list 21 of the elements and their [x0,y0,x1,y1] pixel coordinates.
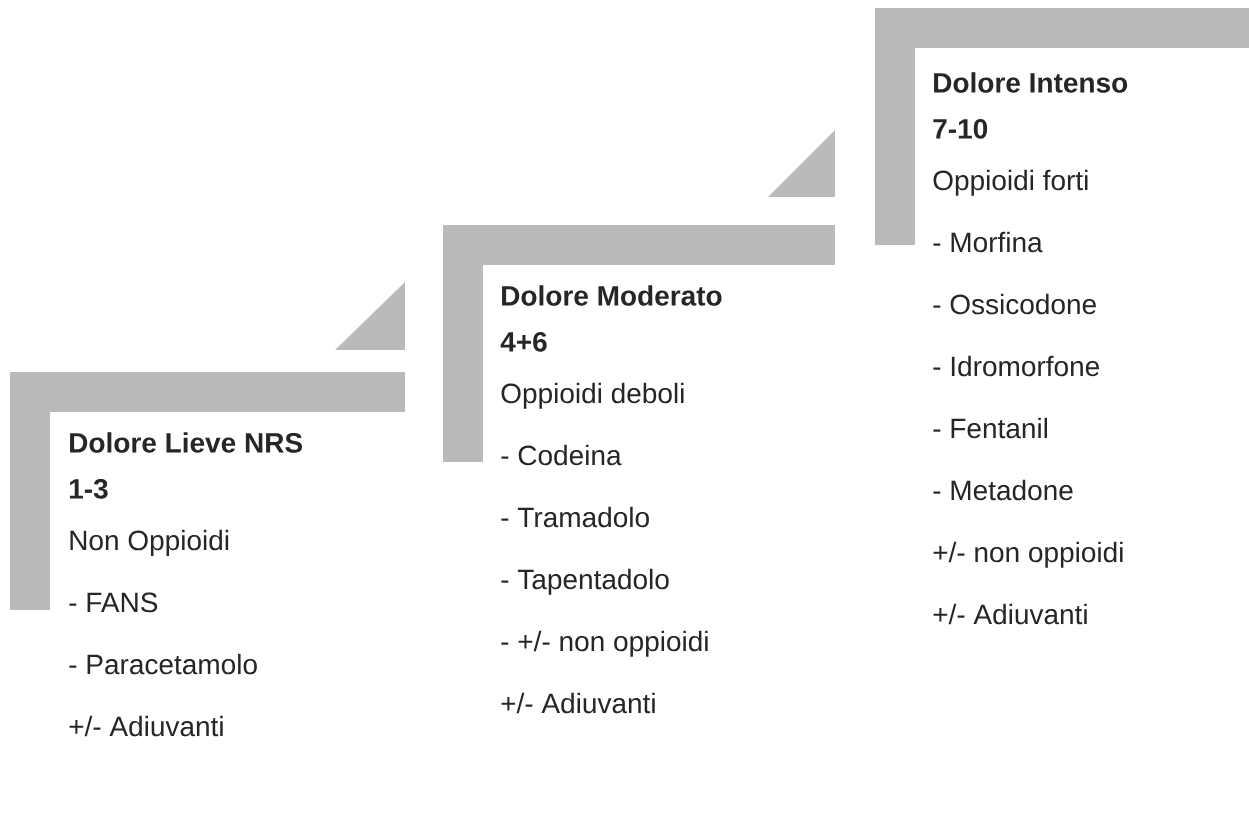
list-item: Oppioidi deboli [501,382,684,409]
list-item: - Fentanil [933,417,1047,439]
list-item: Oppioidi forti [933,169,1088,196]
step-heading: Dolore Lieve NRS 1-3 [69,432,303,499]
list-item: - +/- non oppioidi [501,630,708,657]
list-item: - Metadone [933,479,1073,501]
list-item: Non Oppioidi [70,529,229,556]
step-heading: Dolore Intenso 7-10 [933,72,1128,139]
list-item: - Ossicodone [933,293,1096,315]
list-item: - Idromorfone [933,355,1099,377]
step-heading: Dolore Moderato 4+6 [500,285,722,352]
list-item: - Paracetamolo [69,653,257,675]
list-item: - Morfina [933,231,1043,253]
list-item: +/- non oppioidi [933,541,1123,568]
list-item: - Codeina [501,444,622,466]
list-item: - Tapentadolo [501,568,669,595]
list-item: - Tramadolo [501,506,649,528]
list-item: +/- Adiuvanti [501,692,655,714]
list-item: +/- Adiuvanti [69,715,223,737]
list-item: +/- Adiuvanti [933,603,1087,625]
list-item: - FANS [69,592,158,613]
